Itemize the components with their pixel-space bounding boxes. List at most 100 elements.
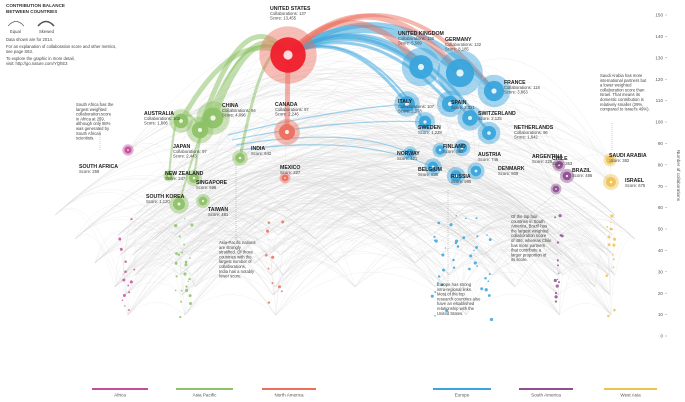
web-link [574, 229, 636, 264]
minor-country-dot [127, 284, 130, 287]
web-link [120, 157, 612, 316]
minor-country-dot [434, 314, 436, 317]
minor-country-dot [559, 234, 563, 237]
label-india: IndiaScore: 642 [251, 146, 272, 156]
web-link [558, 280, 596, 296]
annotation-line: Most of the top [437, 292, 465, 297]
web-link [562, 263, 616, 276]
country-name: Australia [144, 111, 174, 117]
minor-country-dot [556, 241, 560, 244]
annotation-line: United States. [437, 311, 463, 316]
bubble-core-saudi-arabia [608, 158, 612, 162]
web-link [609, 254, 614, 296]
region-label: South America [531, 393, 561, 398]
minor-country-dot [267, 301, 271, 304]
minor-country-dot [133, 268, 136, 271]
y-tick-label: 140 [655, 34, 663, 39]
web-link [613, 214, 616, 256]
y-tick-label: 70 [658, 184, 664, 189]
legend-title-line-1: CONTRIBUTION BALANCE [6, 3, 65, 8]
web-link [280, 201, 559, 296]
label-switzerland: SwitzerlandScore: 2,125 [478, 111, 516, 121]
country-name: France [504, 80, 526, 86]
web-link [265, 178, 558, 276]
annotation-line: was generated by [76, 126, 110, 131]
bubble-core-south-africa [127, 149, 129, 151]
minor-country-dot [434, 291, 437, 293]
web-link [179, 173, 562, 276]
minor-country-dot [454, 241, 458, 245]
arrow-italy-asia [227, 103, 408, 136]
bubble-canada [274, 119, 300, 145]
minor-country-dot [121, 299, 124, 302]
bubble-spain [436, 90, 464, 118]
annotation-line: domestic contribution is [600, 97, 644, 102]
label-singapore: SingaporeScore: 696 [196, 180, 228, 190]
y-tick-label: 150 [655, 13, 663, 18]
web-link [254, 190, 610, 296]
country-name: Japan [173, 144, 190, 150]
annotation-line: collaborations, [219, 264, 246, 269]
minor-country-dot [441, 253, 445, 257]
minor-country-dot [281, 220, 285, 224]
bubble-netherlands [477, 121, 501, 145]
bubble-core-south-korea [177, 202, 181, 206]
bubble-united-states [259, 26, 317, 84]
country-name: Chile [552, 156, 568, 162]
web-link [610, 274, 616, 316]
minor-country-dot [122, 294, 126, 297]
web-link [475, 160, 557, 190]
bubble-core-singapore [192, 176, 196, 180]
web-link [127, 95, 441, 151]
y-tick-label: 50 [658, 227, 664, 232]
country-name: Spain [451, 100, 467, 106]
web-link [280, 163, 636, 256]
minor-country-dot [475, 217, 478, 220]
bubble-chile [552, 158, 566, 172]
web-link [449, 250, 558, 276]
web-link [270, 218, 560, 316]
bubble-south-africa [122, 144, 134, 156]
minor-country-dot [480, 287, 484, 291]
bubble-core-russia [454, 174, 458, 178]
country-score: Score: 8,185 [445, 47, 469, 52]
web-link [270, 258, 356, 288]
web-link [130, 142, 562, 256]
web-link [280, 209, 484, 256]
web-link [177, 200, 458, 296]
label-norway: NorwayScore: 421 [397, 151, 420, 161]
minor-country-dot [178, 235, 181, 238]
bubble-core-italy [404, 101, 410, 107]
bubble-core-germany [456, 69, 464, 77]
bubble-russia [446, 166, 466, 186]
web-link [194, 253, 256, 288]
country-name: Sweden [418, 125, 441, 131]
web-link [534, 211, 561, 236]
country-score: Score: 1,120 [146, 199, 170, 204]
minor-country-dot [465, 217, 467, 220]
web-link [394, 205, 456, 240]
web-link [514, 253, 576, 288]
minor-country-dot [455, 215, 457, 217]
intro-note-4: visit: http://go.nature.com/YQhE3 [6, 61, 68, 66]
web-link [193, 91, 426, 179]
legend-skewed-label: Skewed [39, 29, 55, 34]
bubble-germany [437, 50, 483, 96]
web-link [278, 180, 558, 276]
web-link [268, 198, 559, 296]
bubble-core-brazil [565, 174, 569, 178]
country-name: Argentina [532, 154, 563, 160]
bubble-south-korea [169, 194, 189, 214]
bubble-argentina [550, 183, 562, 195]
label-south-africa: South AfricaScore: 259 [79, 164, 118, 174]
country-collaborations: Collaborations: 107 [398, 104, 435, 109]
country-collaborations: Collaborations: 118 [504, 85, 540, 90]
annotation-line: Europe has strong [437, 282, 472, 287]
bubble-new-zealand [163, 170, 175, 182]
y-tick-label: 130 [655, 55, 663, 60]
country-score: Score: 696 [196, 185, 217, 190]
bubble-core-france [491, 88, 497, 94]
